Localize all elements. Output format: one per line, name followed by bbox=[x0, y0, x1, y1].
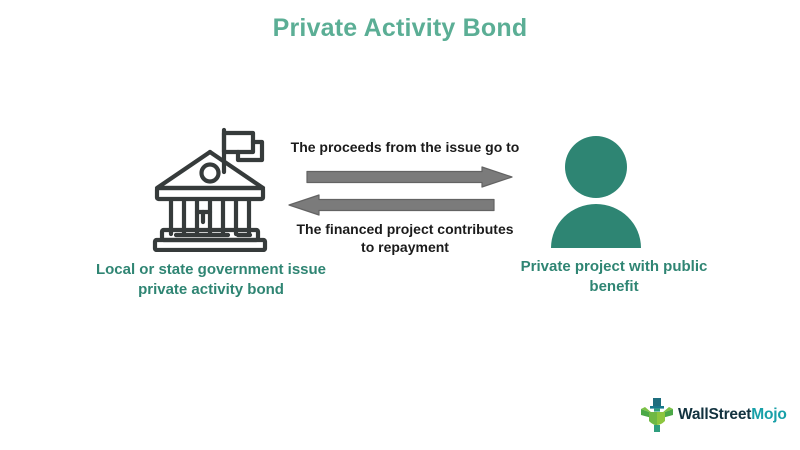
government-building-icon bbox=[150, 126, 270, 253]
arrow-right-icon bbox=[306, 166, 513, 188]
arrow-left-icon bbox=[288, 194, 495, 216]
wallstreetmojo-mascot-icon bbox=[640, 397, 674, 433]
wallstreetmojo-logo[interactable]: WallStreetMojo bbox=[640, 396, 787, 434]
person-icon bbox=[546, 136, 646, 248]
logo-wordmark-part1: WallStreet bbox=[678, 406, 752, 423]
flow-label-repayment: The financed project contributes to repa… bbox=[296, 221, 514, 255]
right-node-caption: Private project with public benefit bbox=[520, 258, 708, 295]
left-node-caption: Local or state government issue private … bbox=[95, 261, 327, 298]
page-title: Private Activity Bond bbox=[272, 14, 528, 42]
logo-wordmark-part2: Mojo bbox=[751, 406, 787, 423]
logo-wordmark: WallStreetMojo bbox=[678, 406, 787, 424]
flow-label-proceeds: The proceeds from the issue go to bbox=[290, 139, 520, 155]
